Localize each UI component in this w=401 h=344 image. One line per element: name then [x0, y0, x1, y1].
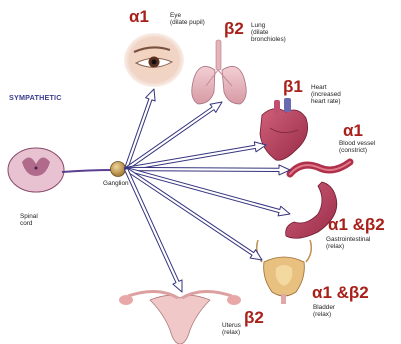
eye-label: Eye (dilate pupil)	[170, 12, 205, 26]
ganglion-label: Ganglion	[103, 180, 129, 187]
blood-vessel-icon	[290, 162, 350, 174]
heart-receptor: β1	[283, 78, 303, 96]
arrow-to-gi	[126, 168, 290, 216]
diagram-title: SYMPATHETIC	[9, 93, 62, 102]
eye-receptor: α1	[129, 8, 149, 26]
heart-label: Heart (increased heart rate)	[311, 84, 341, 106]
gi-receptor: α1 &β2	[328, 216, 385, 234]
axon-line	[62, 170, 112, 172]
bladder-icon	[257, 240, 312, 304]
ganglion-node	[111, 162, 126, 177]
vessel-label: Blood vessel (constrict)	[339, 140, 375, 154]
vessel-receptor: α1	[343, 122, 363, 140]
bladder-receptor: α1 &β2	[312, 284, 369, 302]
spinal-cord-icon	[8, 148, 64, 192]
uterus-receptor: β2	[244, 309, 264, 327]
uterus-label: Uterus (relax)	[222, 322, 241, 336]
gi-label: Gastrointestinal (relax)	[326, 236, 370, 250]
eye-icon	[124, 33, 184, 87]
lungs-icon	[192, 40, 247, 104]
spinal-cord-label: Spinal cord	[20, 213, 38, 227]
heart-icon	[260, 98, 308, 160]
bladder-label: Bladder (relax)	[313, 304, 335, 318]
lung-label: Lung (dilate bronchioles)	[251, 22, 286, 44]
lung-receptor: β2	[224, 20, 244, 38]
